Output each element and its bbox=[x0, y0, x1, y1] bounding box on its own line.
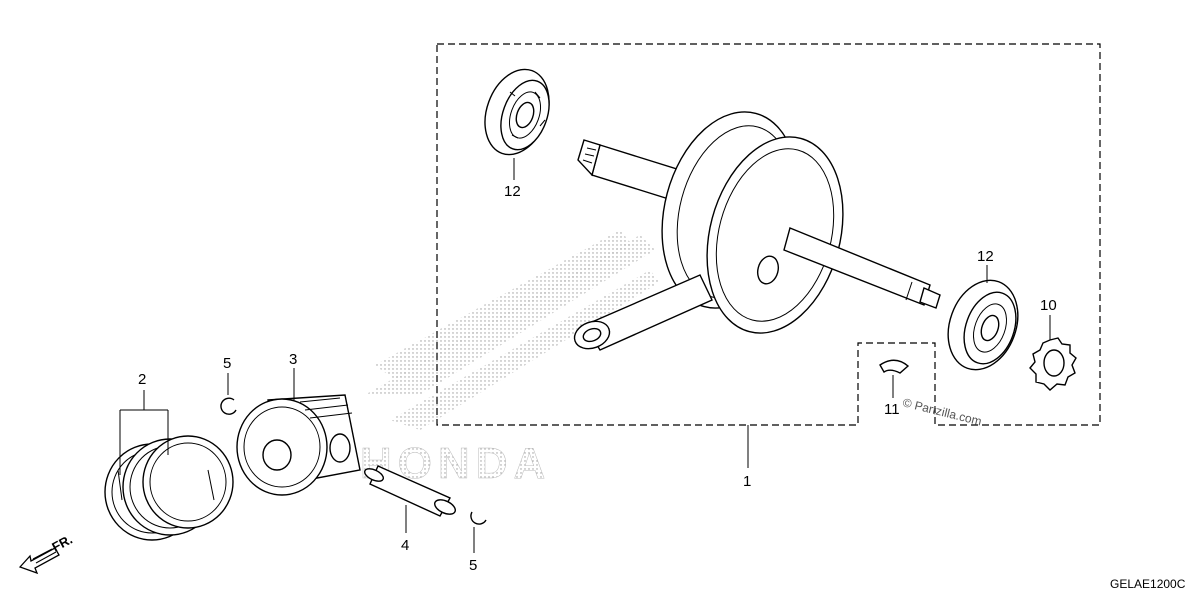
crankshaft[interactable] bbox=[571, 97, 941, 354]
piston-pin-clip-upper[interactable] bbox=[220, 397, 237, 415]
background-wing-logo: HONDA bbox=[360, 230, 660, 488]
callout-12-upper: 12 bbox=[504, 183, 521, 200]
callout-3: 3 bbox=[289, 351, 297, 368]
timing-gear[interactable] bbox=[1029, 337, 1077, 391]
piston-rings[interactable] bbox=[104, 435, 234, 541]
callout-5-upper: 5 bbox=[223, 355, 231, 372]
assembly-outline bbox=[436, 43, 1101, 426]
piston-pin[interactable] bbox=[363, 465, 458, 517]
callout-1: 1 bbox=[743, 473, 751, 490]
piston[interactable] bbox=[236, 394, 361, 496]
callout-5-lower: 5 bbox=[469, 557, 477, 574]
watermark-text: © Partzilla.com bbox=[901, 395, 983, 428]
front-arrow-icon bbox=[18, 547, 60, 575]
leader-lines bbox=[119, 158, 1051, 553]
callout-11: 11 bbox=[884, 401, 900, 418]
woodruff-key[interactable] bbox=[879, 359, 910, 374]
callout-4: 4 bbox=[401, 537, 409, 554]
piston-pin-clip-lower[interactable] bbox=[470, 511, 487, 525]
bearing-right[interactable] bbox=[936, 270, 1029, 379]
bearing-upper[interactable] bbox=[474, 60, 560, 163]
diagram-reference-code: GELAE1200C bbox=[1110, 577, 1186, 591]
callout-2: 2 bbox=[138, 371, 146, 388]
callout-10: 10 bbox=[1040, 297, 1057, 314]
callout-12-right: 12 bbox=[977, 248, 994, 265]
